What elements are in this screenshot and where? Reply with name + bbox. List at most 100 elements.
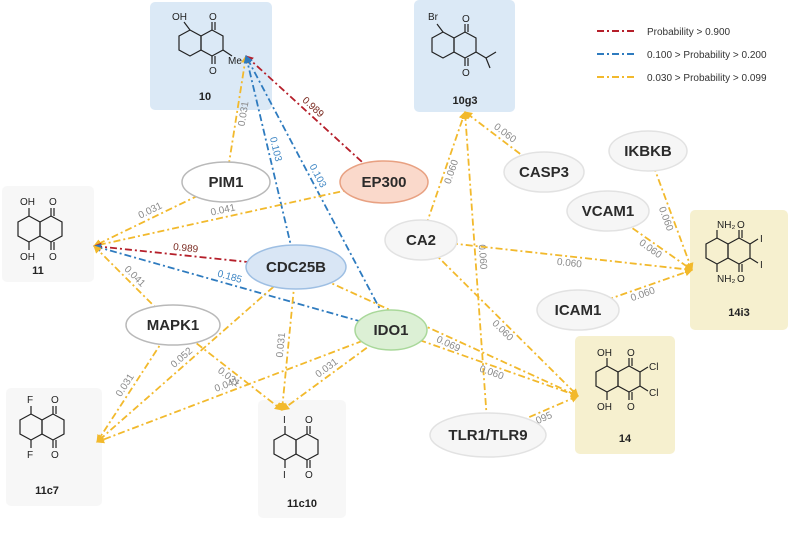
- compound-11c7: F F O O 11c7: [6, 388, 102, 506]
- naphthoquinone-structure-10: [178, 21, 233, 64]
- edge-probability-label: 0.060: [443, 158, 462, 186]
- legend-label-yellow: 0.030 > Probability > 0.099: [647, 73, 767, 84]
- compound-label: 11c7: [35, 485, 59, 497]
- target-mapk1-ellipse[interactable]: [125, 304, 221, 346]
- quinone-structure-10g3: [431, 23, 497, 69]
- edge-probability-label: 0.060: [476, 244, 489, 270]
- target-pim1-ellipse[interactable]: [181, 161, 271, 203]
- atom-o: O: [627, 348, 635, 359]
- atom-o: O: [462, 68, 470, 79]
- target-ikbkb-label: IKBKB: [624, 143, 672, 160]
- edge-probability-label: 0.185: [216, 269, 243, 287]
- target-vcam1[interactable]: VCAM1: [566, 190, 650, 232]
- edge-ido1-to-c11: [93, 244, 392, 331]
- compound-11c10-box: [258, 400, 346, 518]
- target-casp3[interactable]: CASP3: [503, 151, 585, 193]
- target-ep300[interactable]: EP300: [339, 160, 429, 204]
- compound-14-box: [575, 336, 675, 454]
- target-ca2[interactable]: CA2: [384, 219, 458, 261]
- atom-o: O: [737, 274, 745, 285]
- atom-cl: Cl: [649, 388, 658, 399]
- edge-probability-label: 0.060: [629, 285, 657, 304]
- atom-i: I: [283, 470, 286, 481]
- compound-11: OH OH O O 11: [2, 186, 94, 282]
- edge-probability-label: 0.031: [137, 200, 165, 221]
- legend: Probability > 0.900 0.100 > Probability …: [597, 27, 767, 84]
- atom-br: Br: [428, 12, 439, 23]
- target-ep300-ellipse[interactable]: [339, 160, 429, 204]
- target-casp3-label: CASP3: [519, 164, 569, 181]
- edge-probability-label: 0.060: [656, 205, 675, 233]
- atom-nh2: NH₂: [717, 274, 735, 285]
- target-icam1-label: ICAM1: [555, 302, 602, 319]
- target-ido1-ellipse[interactable]: [354, 309, 428, 351]
- compound-11c10: I I O O 11c10: [258, 400, 346, 518]
- edge-probability-label: 0.041: [122, 264, 148, 290]
- edge-cdc25b-to-c10: [243, 55, 297, 268]
- target-pim1-label: PIM1: [208, 174, 243, 191]
- atom-o: O: [305, 415, 313, 426]
- edge-probability-label: 0.031: [275, 332, 288, 358]
- edge-ido1-to-c11c7: [96, 329, 392, 444]
- naphthoquinone-structure-14i3: [705, 230, 759, 272]
- atom-f: F: [27, 450, 33, 461]
- target-tlr-label: TLR1/TLR9: [448, 427, 527, 444]
- atom-oh: OH: [20, 252, 35, 263]
- target-ikbkb[interactable]: IKBKB: [608, 130, 688, 172]
- compound-11c7-box: [6, 388, 102, 506]
- edge-cdc25b-to-c11c10: [278, 266, 297, 411]
- compound-label: 11: [32, 265, 44, 277]
- target-icam1-ellipse[interactable]: [536, 289, 620, 331]
- target-ca2-ellipse[interactable]: [384, 219, 458, 261]
- atom-oh: OH: [597, 402, 612, 413]
- atom-i: I: [760, 260, 763, 271]
- edge-probability-label: 0.103: [307, 162, 329, 190]
- compound-14: OH OH O O Cl Cl 14: [575, 336, 675, 454]
- target-cdc25b[interactable]: CDC25B: [245, 244, 347, 290]
- atom-o: O: [51, 450, 59, 461]
- compound-10g3: Br O O 10g3: [414, 0, 515, 112]
- edge-cdc25b-to-c14: [295, 266, 579, 397]
- compound-label: 10g3: [452, 95, 477, 107]
- atom-o: O: [51, 395, 59, 406]
- target-tlr1-tlr9[interactable]: TLR1/TLR9: [429, 412, 547, 458]
- atom-o: O: [209, 66, 217, 77]
- target-ido1[interactable]: IDO1: [354, 309, 428, 351]
- atom-o: O: [305, 470, 313, 481]
- edge-probability-label: 0.060: [556, 257, 583, 271]
- target-mapk1[interactable]: MAPK1: [125, 304, 221, 346]
- naphthoquinone-structure-11: [17, 208, 63, 250]
- compound-label: 14: [619, 433, 632, 445]
- edge-probability-label: 0.041: [210, 202, 237, 218]
- edge-probability-label: 0.989: [173, 242, 199, 256]
- edge-pim1-to-c11: [93, 181, 227, 247]
- atom-o: O: [209, 12, 217, 23]
- atom-oh: OH: [20, 197, 35, 208]
- edge-probability-label: 0.060: [478, 364, 506, 383]
- target-mapk1-label: MAPK1: [147, 317, 200, 334]
- atom-f: F: [27, 395, 33, 406]
- target-ikbkb-ellipse[interactable]: [608, 130, 688, 172]
- target-vcam1-ellipse[interactable]: [566, 190, 650, 232]
- target-cdc25b-ellipse[interactable]: [245, 244, 347, 290]
- atom-i: I: [283, 415, 286, 426]
- atom-o: O: [49, 197, 57, 208]
- target-icam1[interactable]: ICAM1: [536, 289, 620, 331]
- edge-mapk1-to-c11c7: [96, 324, 174, 443]
- edge-probability-label: 0.103: [267, 136, 284, 163]
- target-casp3-ellipse[interactable]: [503, 151, 585, 193]
- target-ep300-label: EP300: [361, 174, 406, 191]
- compound-label: 10: [199, 91, 211, 103]
- target-tlr-ellipse[interactable]: [429, 412, 547, 458]
- atom-nh2: NH₂: [717, 220, 735, 231]
- compound-label: 11c10: [287, 498, 317, 510]
- edge-mapk1-to-c11c10: [172, 324, 283, 411]
- naphthoquinone-structure-14: [595, 358, 649, 400]
- edge-ep300-to-c10: [245, 55, 385, 183]
- target-pim1[interactable]: PIM1: [181, 161, 271, 203]
- atom-o: O: [627, 402, 635, 413]
- target-ido1-label: IDO1: [373, 322, 408, 339]
- target-vcam1-label: VCAM1: [582, 203, 635, 220]
- edge-ido1-to-c10: [245, 55, 392, 331]
